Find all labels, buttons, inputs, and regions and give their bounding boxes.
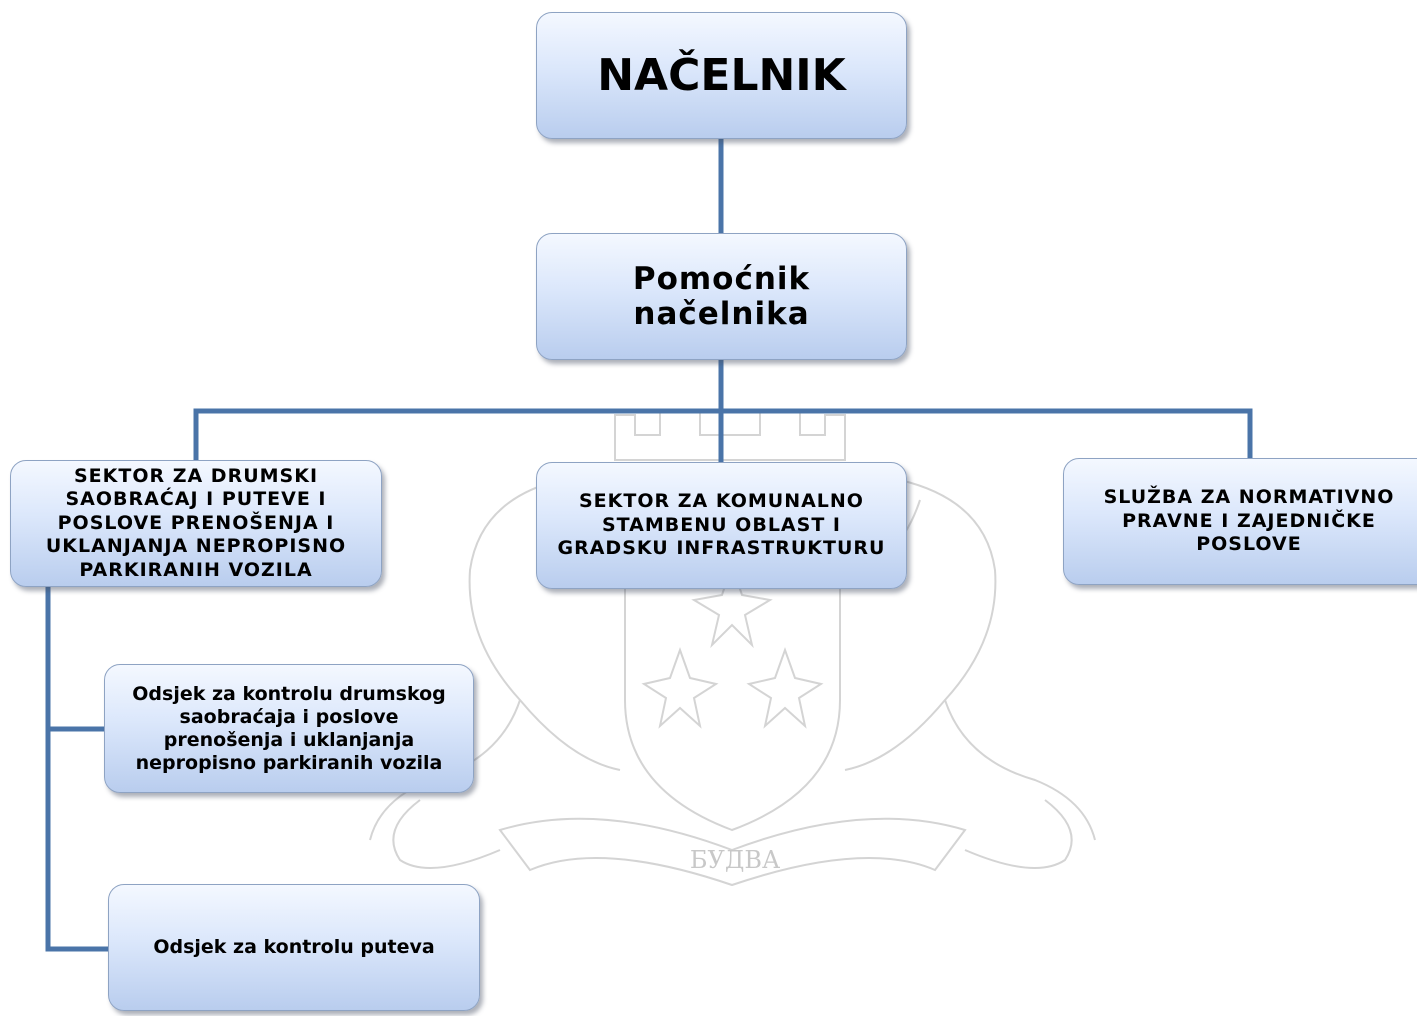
watermark-star-top <box>691 561 773 649</box>
deputy-box: Pomoćnik načelnika <box>536 233 907 360</box>
watermark-ribbon <box>498 817 967 887</box>
sub-unit-label-road-control: Odsjek za kontrolu puteva <box>153 936 435 958</box>
sector-label-communal: SEKTOR ZA KOMUNALNO STAMBENU OBLAST I GR… <box>557 490 886 560</box>
watermark-star-left <box>641 647 719 729</box>
sub-unit-box-traffic-control: Odsjek za kontrolu drumskog saobraćaja i… <box>104 664 474 793</box>
watermark-star-right <box>746 647 824 729</box>
watermark-shield <box>624 519 841 832</box>
sub-unit-label-traffic-control: Odsjek za kontrolu drumskog saobraćaja i… <box>132 682 446 774</box>
sub-unit-box-road-control: Odsjek za kontrolu puteva <box>108 884 480 1011</box>
sector-label-traffic: SEKTOR ZA DRUMSKI SAOBRAĆAJ I PUTEVE I P… <box>45 464 347 581</box>
head-label: NAČELNIK <box>597 50 846 101</box>
deputy-label: Pomoćnik načelnika <box>632 260 811 332</box>
sector-box-legal: SLUŽBA ZA NORMATIVNO PRAVNE I ZAJEDNIČKE… <box>1063 458 1417 585</box>
sector-label-legal: SLUŽBA ZA NORMATIVNO PRAVNE I ZAJEDNIČKE… <box>1103 486 1395 556</box>
head-box: NAČELNIK <box>536 12 907 139</box>
sector-box-traffic: SEKTOR ZA DRUMSKI SAOBRAĆAJ I PUTEVE I P… <box>10 460 382 587</box>
watermark-text: БУДВА <box>690 846 780 874</box>
sector-box-communal: SEKTOR ZA KOMUNALNO STAMBENU OBLAST I GR… <box>536 462 907 589</box>
